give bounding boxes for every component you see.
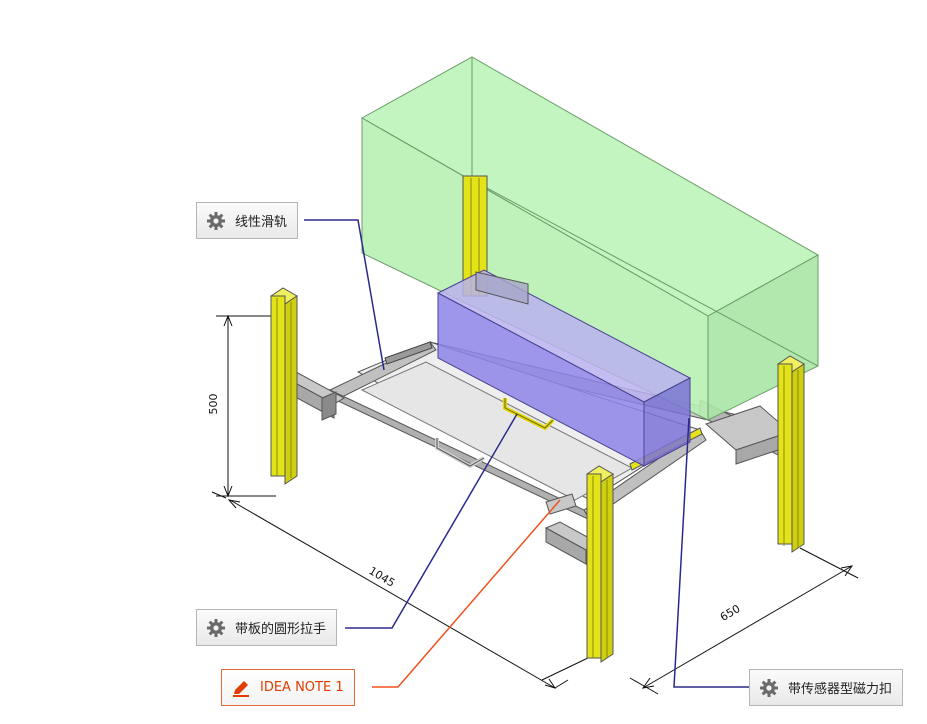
round-handle-upper — [503, 398, 555, 431]
callout-idea-note-label: IDEA NOTE 1 — [260, 680, 344, 695]
right-crossbar — [705, 405, 791, 465]
leader-linear-rail — [304, 219, 385, 371]
callout-idea-note[interactable]: IDEA NOTE 1 — [221, 669, 355, 706]
dimension-length — [211, 491, 593, 689]
callout-round-handle-label: 带板的圆形拉手 — [235, 622, 327, 637]
callout-magnetic-catch-label: 带传感器型磁力扣 — [788, 682, 893, 697]
dimension-height — [216, 314, 276, 498]
dimension-height-label: 500 — [207, 394, 220, 415]
leader-round-handle — [345, 413, 518, 629]
back-right-post — [777, 355, 805, 553]
callout-linear-rail-label: 线性滑轨 — [235, 215, 288, 230]
dimension-depth — [629, 547, 859, 695]
front-right-post — [586, 465, 614, 663]
left-crossbar — [284, 371, 346, 421]
dimension-length-label: 1045 — [366, 564, 397, 590]
dimension-depth-label: 650 — [718, 602, 743, 624]
leader-idea-note — [372, 499, 561, 688]
callout-linear-rail[interactable]: 线性滑轨 — [196, 202, 299, 239]
gear-icon — [207, 618, 225, 637]
front-left-post — [270, 287, 298, 485]
gear-icon — [760, 678, 778, 697]
callout-round-handle[interactable]: 带板的圆形拉手 — [196, 609, 338, 646]
pencil-icon — [233, 680, 249, 697]
working-volume-front — [361, 118, 709, 420]
gear-icon — [207, 211, 225, 230]
violet-box — [436, 269, 692, 467]
callout-magnetic-catch[interactable]: 带传感器型磁力扣 — [749, 669, 904, 706]
round-handle-lower — [435, 438, 485, 469]
leader-magnetic-catch — [673, 417, 750, 688]
